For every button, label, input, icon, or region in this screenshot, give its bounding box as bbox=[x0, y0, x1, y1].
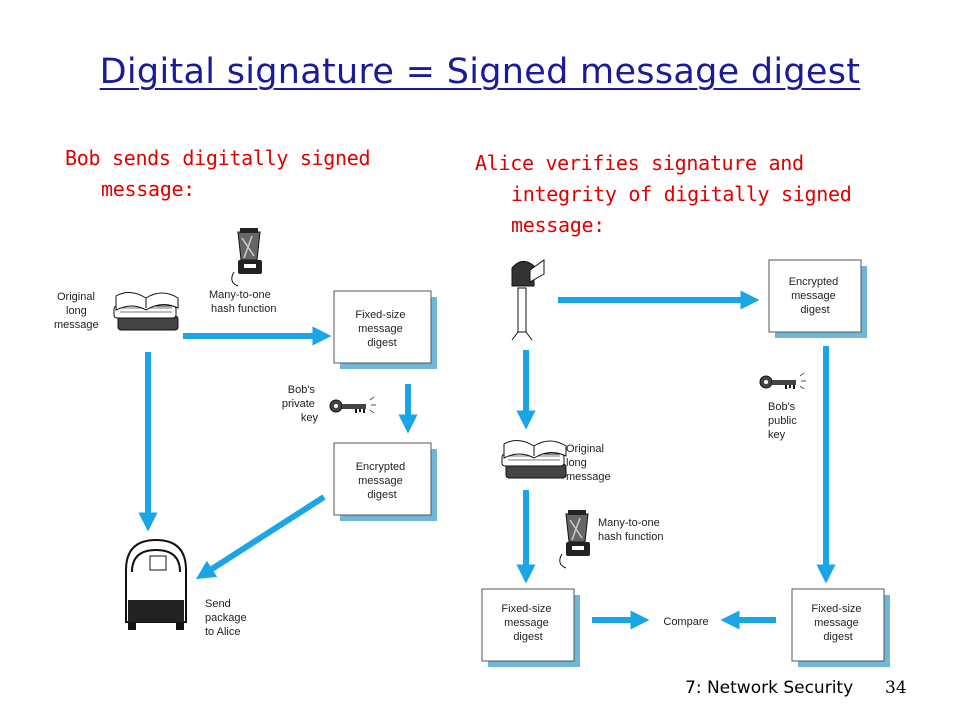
book-stack-icon bbox=[113, 292, 179, 331]
svg-text:Fixed-size message: Fixed-size message digest bbox=[355, 309, 408, 349]
mailbox-icon bbox=[125, 538, 187, 630]
alice-side: Encrypted message digest Bob's public ke… bbox=[481, 259, 890, 667]
alice-book-stack-icon bbox=[501, 440, 567, 479]
alice-blender-icon bbox=[559, 510, 590, 569]
alice-caption-line-3: message: bbox=[511, 213, 605, 237]
alice-digest-right-box: Fixed-size message digest bbox=[791, 588, 890, 667]
alice-caption-line-2: integrity of digitally signed bbox=[511, 182, 852, 206]
arrow-encrypted-to-mailbox bbox=[195, 494, 326, 580]
public-key-icon bbox=[759, 372, 806, 390]
alice-encrypted-box: Encrypted message digest bbox=[768, 259, 867, 338]
bob-public-key-label: Bob's public key bbox=[768, 401, 800, 441]
bob-caption: Bob sends digitally signed message: bbox=[65, 143, 445, 205]
bob-caption-line-2: message: bbox=[101, 177, 195, 201]
footer-page-number: 34 bbox=[885, 678, 907, 698]
open-mailbox-icon bbox=[511, 259, 545, 341]
blender-icon bbox=[231, 228, 262, 287]
bob-private-key-label: Bob's private key bbox=[282, 384, 319, 424]
alice-caption: Alice verifies signature and integrity o… bbox=[475, 148, 935, 241]
private-key-icon bbox=[329, 396, 376, 414]
bob-encrypted-box: Encrypted message digest bbox=[333, 442, 437, 521]
page-title: Digital signature = Signed message diges… bbox=[99, 52, 861, 92]
compare-label: Compare bbox=[663, 616, 708, 628]
svg-text:Fixed-size message: Fixed-size message digest bbox=[811, 603, 864, 643]
alice-original-message-label: Original long message bbox=[566, 443, 611, 483]
bob-digest-box: Fixed-size message digest bbox=[333, 290, 437, 369]
alice-caption-line-1: Alice verifies signature and bbox=[475, 151, 804, 175]
svg-text:Encrypted message: Encrypted message digest bbox=[356, 461, 409, 501]
svg-text:Fixed-size message: Fixed-size message digest bbox=[501, 603, 554, 643]
footer-course: 7: Network Security bbox=[685, 678, 854, 698]
alice-digest-left-box: Fixed-size message digest bbox=[481, 588, 580, 667]
alice-hash-function-label: Many-to-one hash function bbox=[598, 517, 663, 543]
bob-side: Original long message Many-to-one hash f… bbox=[54, 228, 437, 638]
bob-caption-line-1: Bob sends digitally signed bbox=[65, 146, 371, 170]
svg-text:Encrypted message: Encrypted message digest bbox=[789, 276, 842, 316]
bob-hash-function-label: Many-to-one hash function bbox=[209, 289, 276, 315]
bob-original-message-label: Original long message bbox=[54, 291, 99, 331]
send-package-label: Send package to Alice bbox=[205, 598, 250, 638]
